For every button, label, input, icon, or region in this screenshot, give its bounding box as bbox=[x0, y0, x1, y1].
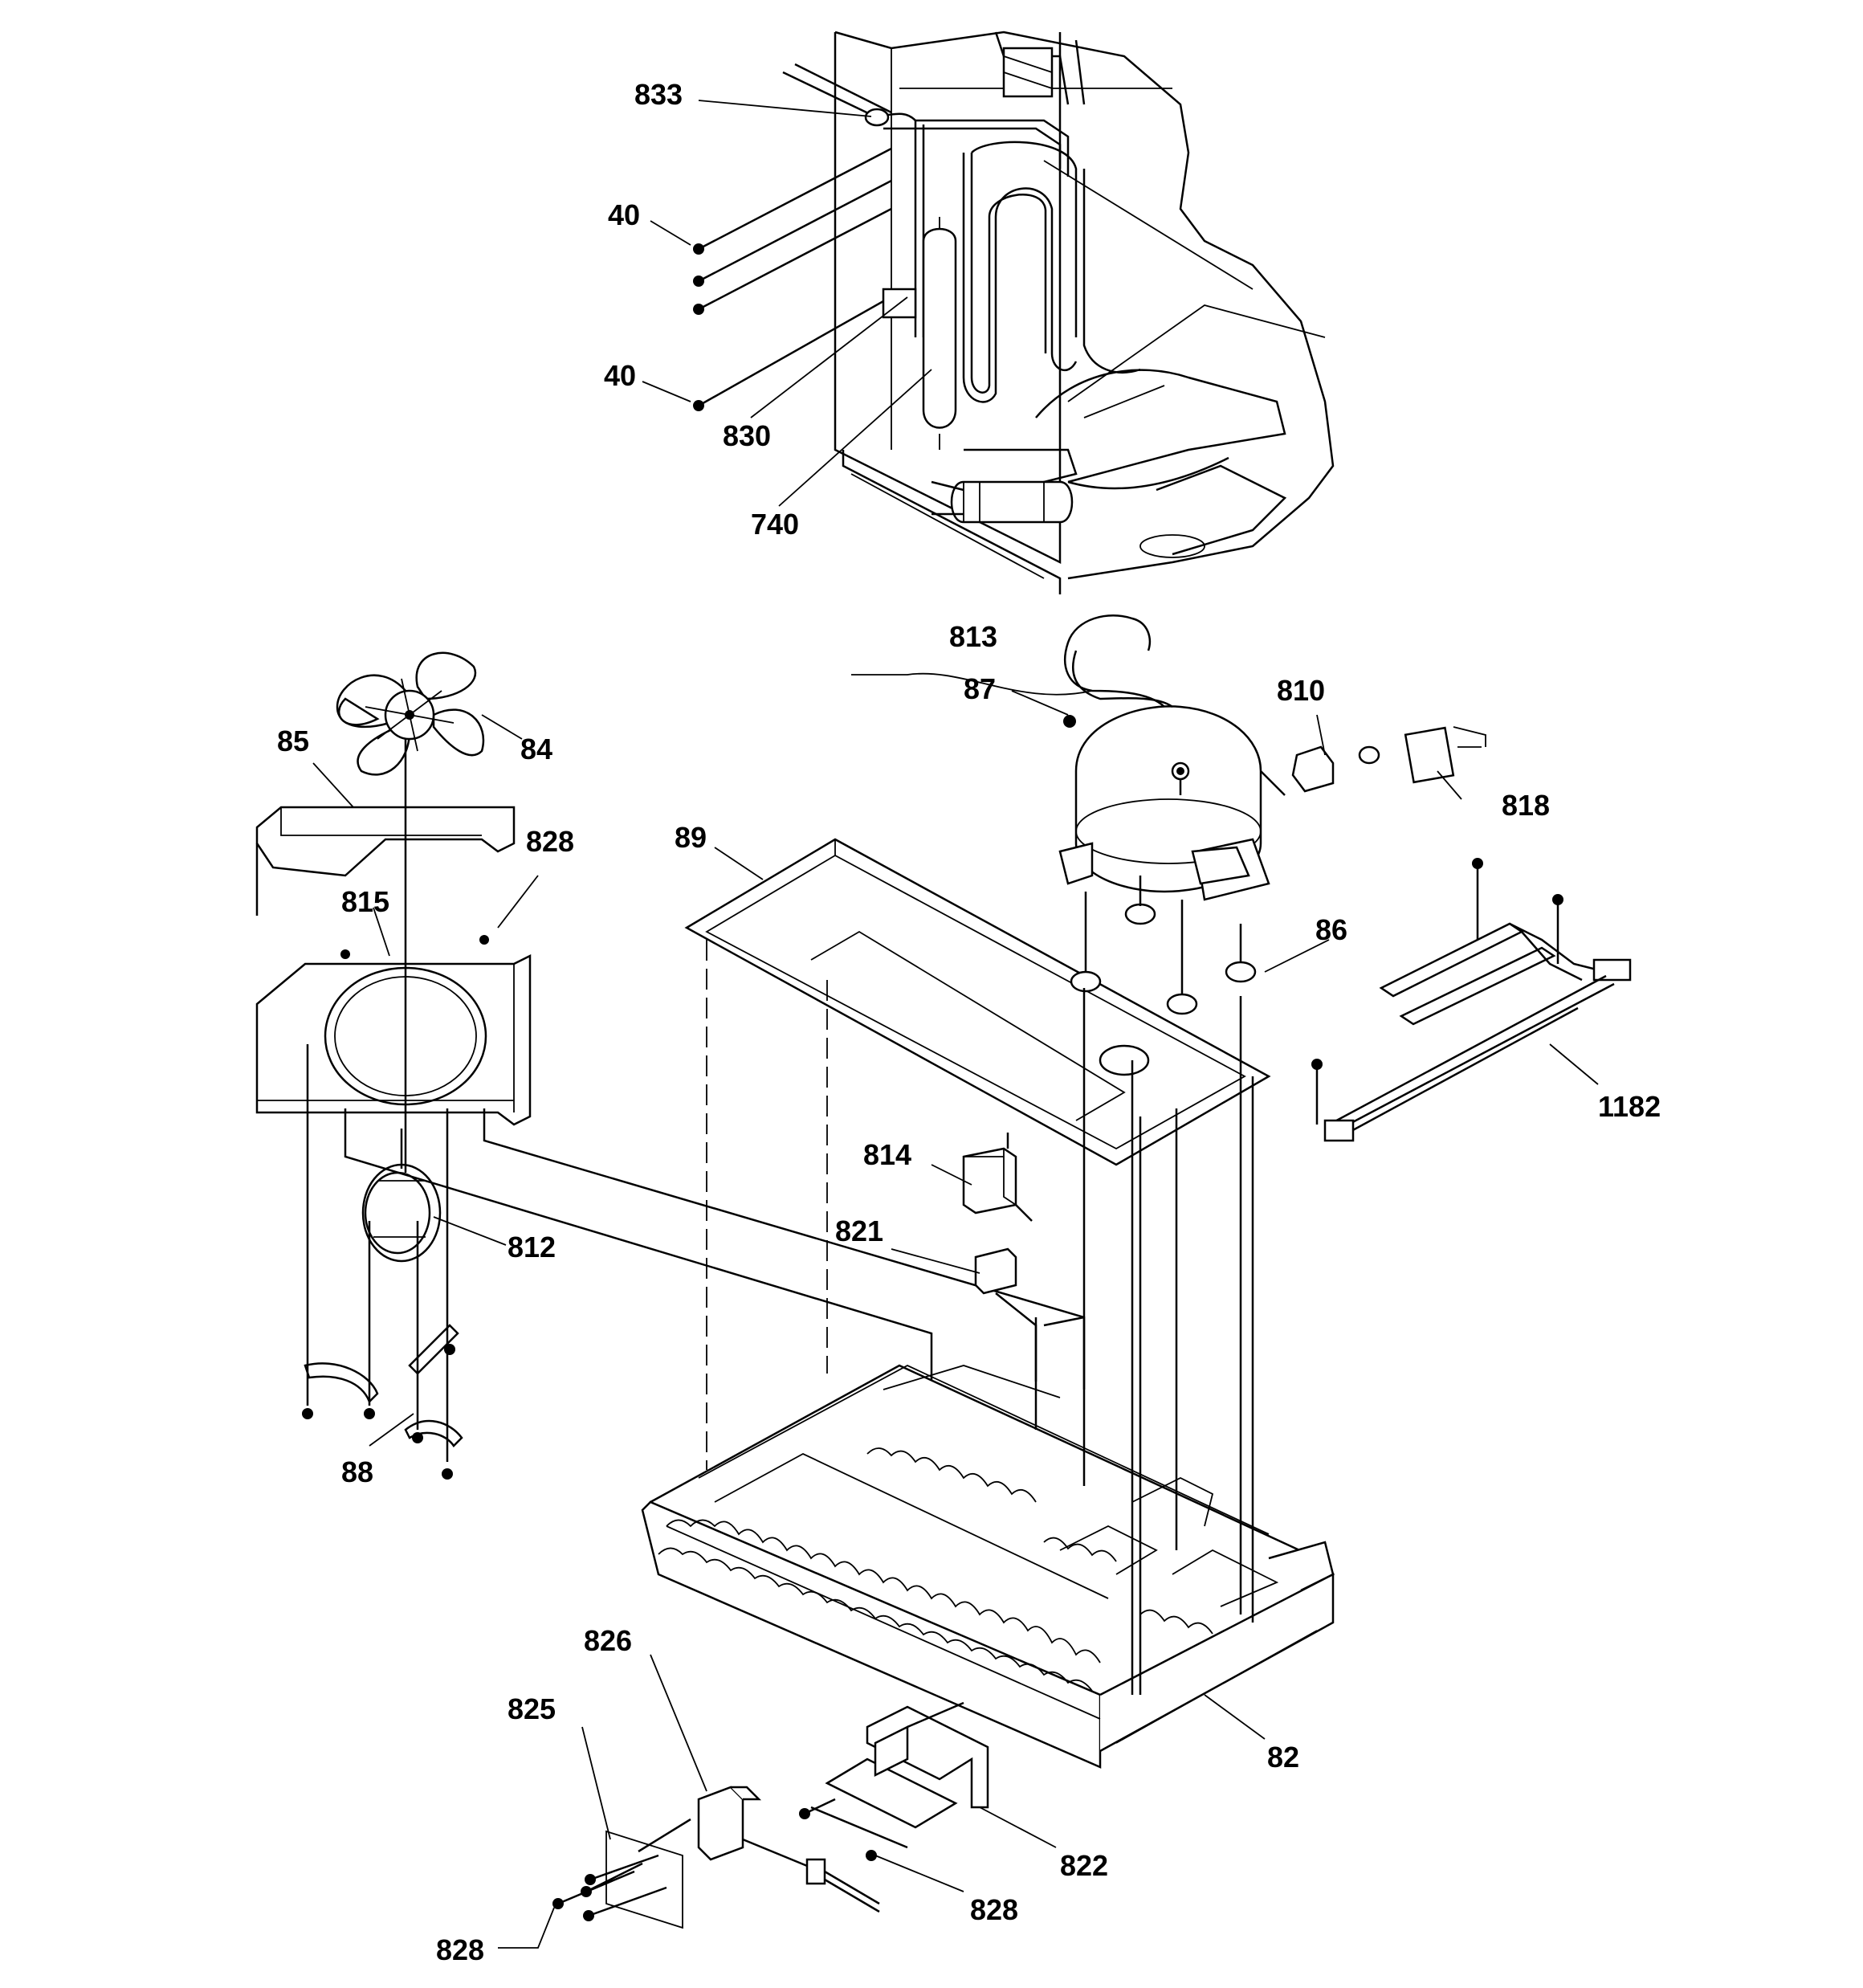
callout-821: 821 bbox=[835, 1214, 883, 1247]
callout-810: 810 bbox=[1277, 674, 1325, 707]
base-pan bbox=[641, 1364, 1335, 1769]
relay-821 bbox=[974, 1247, 1037, 1382]
defrost-timer-826 bbox=[638, 1786, 812, 1869]
callout-1182: 1182 bbox=[1598, 1090, 1661, 1123]
compressor-top-rear bbox=[931, 480, 1074, 524]
callout-85: 85 bbox=[277, 725, 309, 757]
base-pan-coils bbox=[658, 1447, 1213, 1692]
callout-822: 822 bbox=[1060, 1849, 1108, 1882]
callout-86: 86 bbox=[1315, 913, 1347, 946]
drain-pan bbox=[684, 838, 1271, 1166]
callout-818: 818 bbox=[1502, 789, 1550, 822]
callout-815: 815 bbox=[341, 885, 389, 918]
compressor-grommets bbox=[1070, 876, 1257, 1015]
fan-mount-lines bbox=[344, 1108, 933, 1390]
condenser-fan-blade bbox=[336, 651, 485, 776]
callout-87: 87 bbox=[964, 672, 996, 705]
callout-813: 813 bbox=[949, 620, 997, 653]
callout-740: 740 bbox=[751, 508, 799, 541]
process-tube bbox=[782, 63, 892, 127]
wiring-harness bbox=[1311, 858, 1632, 1142]
overload-and-relay bbox=[1291, 726, 1486, 793]
callout-89: 89 bbox=[675, 821, 707, 854]
callout-828-timer: 828 bbox=[436, 1933, 484, 1966]
callout-828-bracket: 828 bbox=[970, 1893, 1018, 1926]
screws-40 bbox=[693, 147, 892, 411]
callout-812: 812 bbox=[508, 1231, 556, 1263]
drier bbox=[882, 217, 957, 450]
fan-shroud-top bbox=[255, 806, 516, 916]
callout-830: 830 bbox=[723, 419, 771, 452]
callout-814: 814 bbox=[863, 1138, 911, 1171]
callout-40-upper: 40 bbox=[608, 198, 640, 231]
assembly-lines bbox=[706, 940, 1254, 1695]
capacitor-814 bbox=[962, 1133, 1033, 1222]
bracket-822 bbox=[810, 1701, 989, 1849]
callout-826: 826 bbox=[584, 1624, 632, 1657]
fan-shroud bbox=[255, 935, 532, 1126]
cabinet-rear-section bbox=[834, 31, 1335, 594]
callout-828-fan: 828 bbox=[526, 825, 574, 858]
compressor bbox=[1058, 614, 1286, 901]
condenser-tubing bbox=[879, 31, 1141, 403]
callout-825: 825 bbox=[508, 1692, 556, 1725]
motor-brackets bbox=[302, 1044, 463, 1480]
callout-833: 833 bbox=[634, 78, 683, 111]
callout-labels: 833 40 40 830 740 813 87 810 818 84 85 8… bbox=[277, 78, 1661, 1966]
bottom-screws bbox=[552, 1798, 877, 1921]
bracket-825 bbox=[605, 1830, 683, 1929]
connector-harness bbox=[805, 1858, 880, 1913]
callout-88: 88 bbox=[341, 1455, 373, 1488]
leader-lines bbox=[312, 100, 1599, 1949]
callout-40-lower: 40 bbox=[604, 359, 636, 392]
fan-motor bbox=[361, 1129, 442, 1263]
callout-84: 84 bbox=[520, 733, 552, 765]
callout-82: 82 bbox=[1267, 1741, 1299, 1774]
